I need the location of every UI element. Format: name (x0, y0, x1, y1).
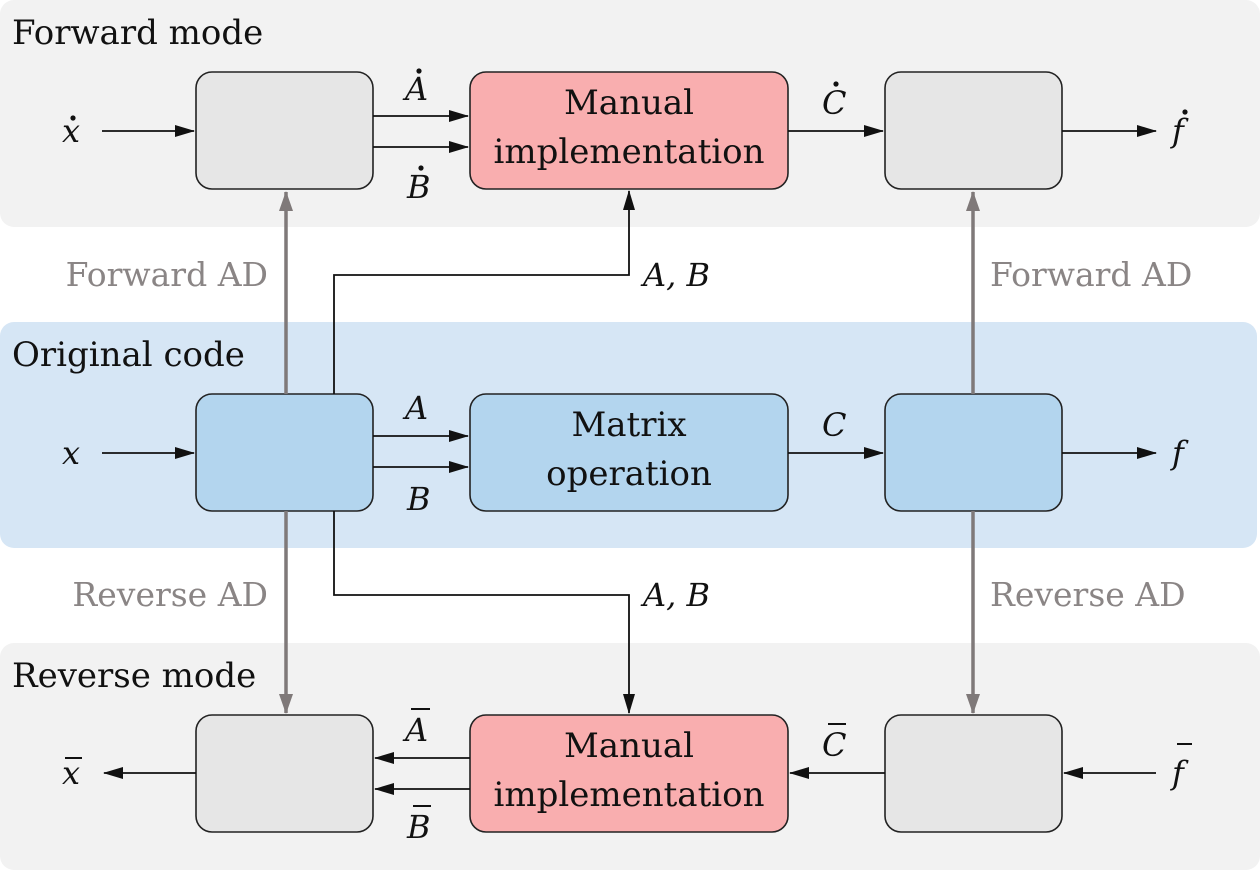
original-c-var: C (822, 406, 846, 444)
original-input-var: x (62, 434, 80, 472)
forward-mode-title: Forward mode (12, 13, 263, 53)
original-left-box (195, 393, 374, 512)
reverse-a-var: A (402, 711, 428, 749)
original-b-var: B (406, 480, 431, 518)
reverse-output-var: x (62, 754, 80, 792)
reverse-mode-title: Reverse mode (12, 656, 256, 696)
forward-right-box (884, 71, 1063, 190)
pass-up-arrow (333, 190, 635, 394)
matrix-operation-label-1: Matrix (571, 405, 686, 445)
forward-c-dot (833, 81, 839, 87)
reverse-ad-label-left: Reverse AD (72, 575, 268, 614)
reverse-b-var: B (406, 808, 431, 846)
forward-manual-label-1: Manual (564, 83, 694, 123)
reverse-manual-box (469, 714, 789, 833)
reverse-right-box (884, 714, 1063, 833)
forward-a-var: A (402, 70, 428, 108)
forward-b-dot (418, 165, 424, 171)
forward-manual-label-2: implementation (494, 132, 765, 172)
forward-ad-label-left: Forward AD (66, 255, 268, 294)
forward-a-dot (416, 68, 422, 74)
forward-output-dot (1182, 109, 1188, 115)
original-code-title: Original code (12, 335, 245, 375)
original-a-var: A (402, 389, 428, 427)
forward-input-dot (70, 115, 76, 121)
pass-up-label: A, B (640, 256, 710, 294)
pass-down-arrow (333, 511, 635, 714)
forward-ad-label-right: Forward AD (990, 255, 1192, 294)
forward-c-var: C (822, 84, 846, 122)
pass-down-label: A, B (640, 576, 710, 614)
forward-input-var: x (62, 112, 80, 150)
reverse-manual-label-2: implementation (494, 775, 765, 815)
reverse-left-box (195, 714, 374, 833)
matrix-operation-label-2: operation (546, 454, 712, 494)
reverse-c-var: C (822, 726, 846, 764)
reverse-ad-label-right: Reverse AD (990, 575, 1186, 614)
forward-b-var: B (406, 168, 431, 206)
original-right-box (884, 393, 1063, 512)
reverse-manual-label-1: Manual (564, 726, 694, 766)
forward-left-box (195, 71, 374, 190)
